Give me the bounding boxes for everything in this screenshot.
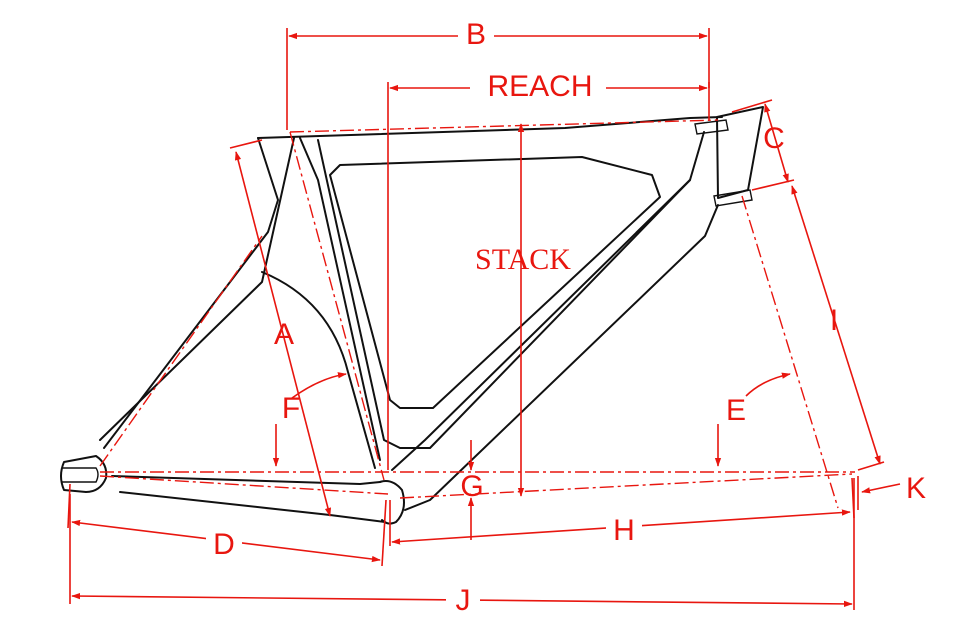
- label-h: H: [613, 514, 635, 547]
- label-i: I: [830, 304, 838, 337]
- top-tube: [257, 116, 723, 139]
- label-a: A: [274, 318, 294, 351]
- label-c: C: [763, 122, 785, 155]
- steering-axis: [741, 195, 839, 509]
- label-e: E: [726, 394, 746, 427]
- dim-k-line: [861, 483, 901, 494]
- seat-tube-front: [299, 137, 381, 461]
- dim-i-line: [791, 185, 881, 465]
- dim-d-ext-right: [381, 499, 387, 567]
- rear-window-curve: [261, 271, 376, 469]
- chain-stay-lower: [119, 491, 386, 523]
- top-tube-centerline: [289, 119, 719, 133]
- dimension-lines: [67, 28, 901, 610]
- down-tube-upper: [391, 131, 705, 471]
- main-triangle-window: [329, 156, 661, 409]
- main-triangle-edge: [317, 139, 691, 449]
- seat-tube-centerline: [289, 131, 385, 481]
- label-g: G: [460, 470, 483, 503]
- dim-f-arc: [291, 372, 347, 399]
- bottom-bracket: [379, 480, 405, 525]
- dim-c-line: [764, 103, 789, 183]
- bicycle-frame: [60, 106, 764, 525]
- dim-a-line: [234, 151, 332, 517]
- dropout-slot: [62, 467, 99, 483]
- rear-dropout: [60, 455, 108, 493]
- reference-lines: [99, 119, 855, 509]
- label-reach: REACH: [487, 70, 592, 103]
- dim-i-ext: [857, 461, 885, 471]
- label-stack: STACK: [475, 243, 571, 276]
- label-k: K: [906, 472, 926, 505]
- down-tube-lower: [404, 204, 719, 511]
- chain-stay-centerline: [99, 475, 389, 495]
- dim-e-arc: [745, 372, 791, 397]
- label-b: B: [466, 18, 486, 51]
- label-j: J: [456, 584, 471, 617]
- dim-c-ext-top: [731, 99, 773, 113]
- seat-stay-inner: [99, 137, 295, 441]
- headset-cup-bottom: [713, 189, 753, 207]
- dim-a-ext: [229, 139, 263, 149]
- label-f: F: [282, 392, 300, 425]
- headset-cup-top: [694, 119, 729, 135]
- chain-stay-upper: [111, 475, 381, 485]
- dim-d-ext-left: [67, 483, 71, 529]
- label-d: D: [213, 528, 235, 561]
- bb-to-front-centerline: [399, 473, 853, 499]
- dimension-labels: B REACH C STACK I A F E G K D H J: [206, 18, 926, 618]
